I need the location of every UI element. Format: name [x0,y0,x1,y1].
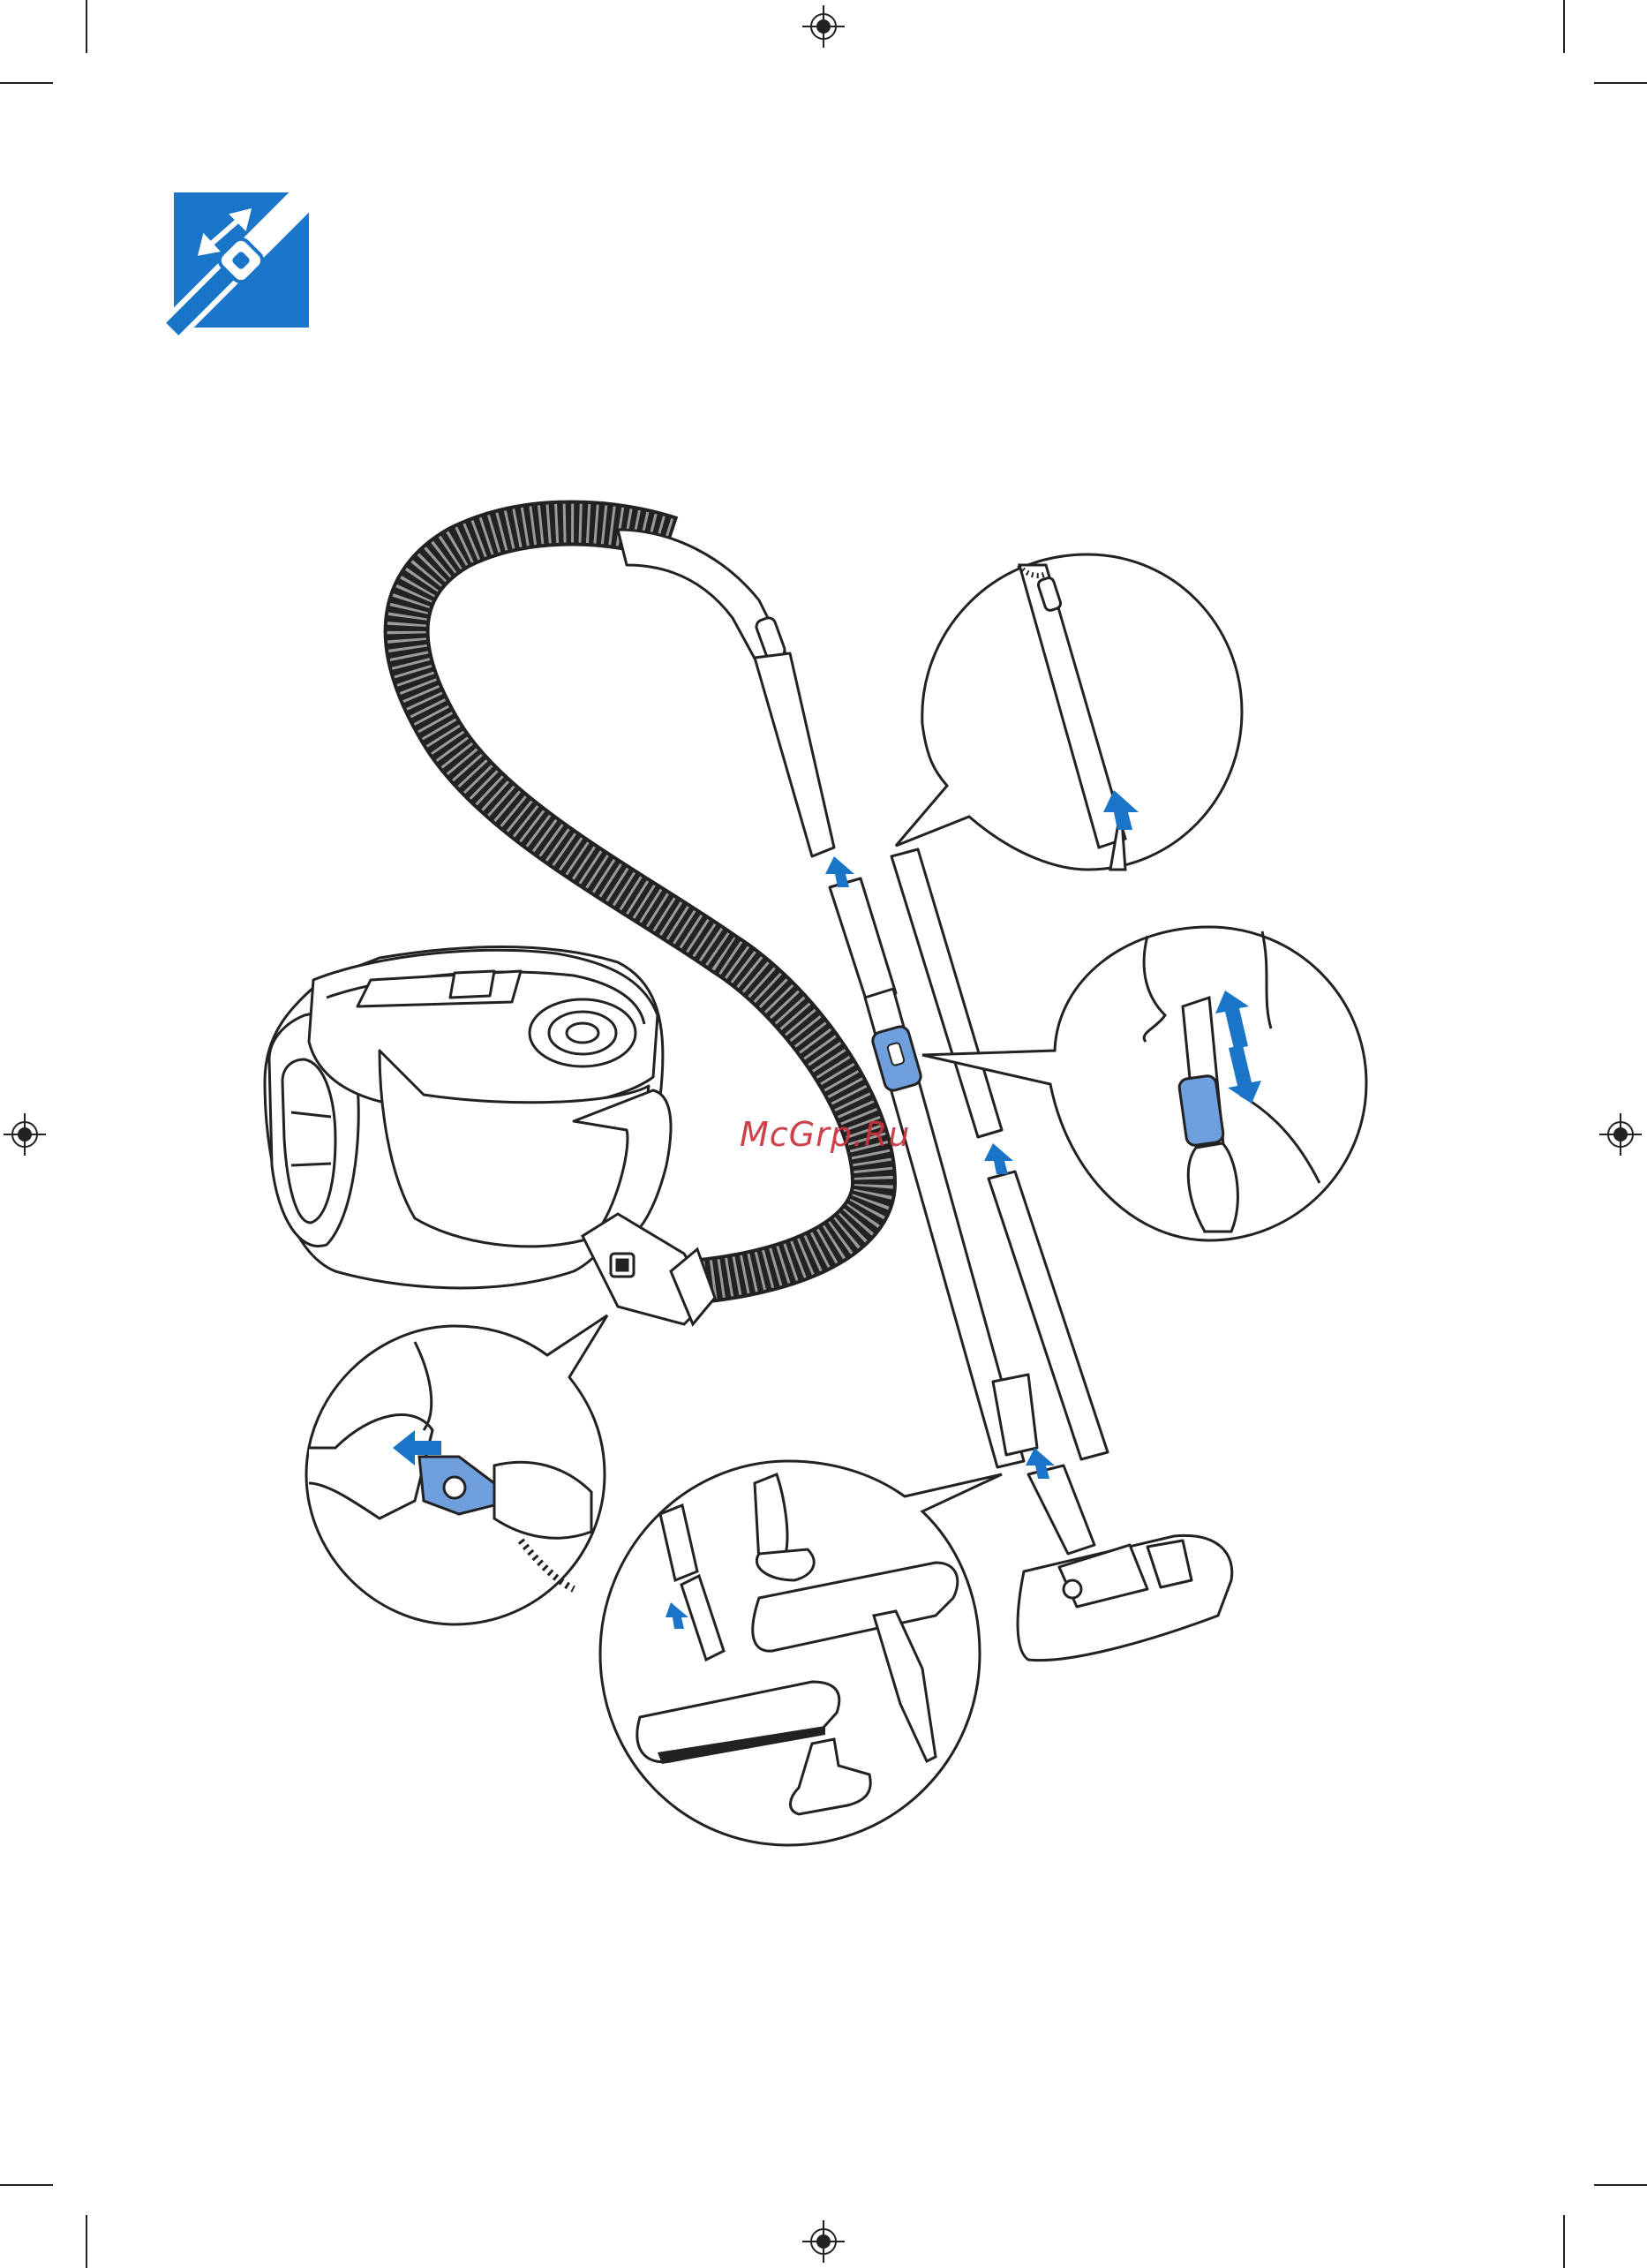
registration-mark-right [1599,1113,1642,1156]
watermark: McGrp.Ru [740,1114,916,1155]
telescopic-tube-icon [160,179,322,342]
registration-mark-top [802,5,845,48]
nozzle-accessories-callout [600,1461,1002,1845]
floor-nozzle [1018,1466,1232,1661]
telescopic-slide-button [870,1025,922,1093]
hose-connection-callout [306,1315,607,1624]
tube-into-handle-callout [896,554,1242,870]
hose-connector [583,1214,715,1324]
hose-handle [618,530,834,856]
registration-mark-left [4,1113,46,1156]
registration-mark-bottom [802,2220,845,2263]
